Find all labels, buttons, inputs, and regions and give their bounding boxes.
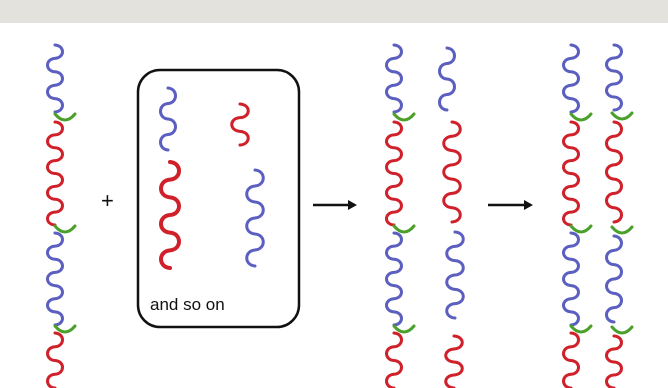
right-strand-a-segment-4	[562, 331, 580, 388]
right-a-linker-2	[569, 224, 593, 234]
right-b-linker-1	[610, 111, 634, 121]
left-strand-segment-2	[46, 120, 64, 227]
box-blue-fragment-1	[159, 86, 177, 152]
strand-layer	[46, 43, 634, 388]
middle-strand-a-segment-1	[385, 43, 403, 114]
top-band	[0, 0, 668, 23]
arrow-2	[488, 200, 533, 210]
left-linker-3	[53, 324, 77, 334]
right-strand-a-segment-1	[562, 43, 580, 114]
arrow-1	[313, 200, 357, 210]
middle-a-linker-3	[392, 324, 416, 334]
fragment-box	[136, 68, 301, 329]
middle-strand-b-segment-2	[442, 120, 462, 224]
left-linker-2	[53, 224, 77, 234]
right-strand-a-segment-3	[562, 231, 580, 327]
left-strand-segment-3	[46, 231, 64, 327]
middle-a-linker-1	[392, 112, 416, 122]
right-a-linker-1	[569, 112, 593, 122]
middle-strand-a-segment-4	[385, 331, 403, 388]
middle-a-linker-2	[392, 224, 416, 234]
middle-strand-b-segment-4	[444, 334, 464, 388]
right-strand-b-segment-2	[605, 120, 623, 224]
right-strand-a-segment-2	[562, 120, 580, 227]
plus-sign: +	[101, 188, 114, 213]
left-linker-1	[53, 112, 77, 122]
right-strand-b-segment-4	[605, 334, 623, 388]
right-b-linker-3	[610, 325, 634, 335]
right-a-linker-3	[569, 324, 593, 334]
right-b-linker-2	[610, 225, 634, 235]
box-caption: and so on	[150, 295, 225, 314]
middle-strand-a-segment-2	[385, 120, 403, 227]
middle-strand-b-segment-1	[438, 46, 456, 112]
middle-strand-b-segment-3	[445, 230, 465, 320]
box-red-fragment-1	[230, 102, 250, 147]
right-strand-b-segment-1	[605, 43, 623, 112]
box-red-fragment-2	[159, 160, 181, 270]
box-blue-fragment-2	[245, 168, 265, 268]
right-strand-b-segment-3	[605, 234, 623, 324]
left-strand-segment-4	[46, 331, 64, 388]
middle-strand-a-segment-3	[385, 231, 403, 327]
left-strand-segment-1	[46, 43, 64, 114]
